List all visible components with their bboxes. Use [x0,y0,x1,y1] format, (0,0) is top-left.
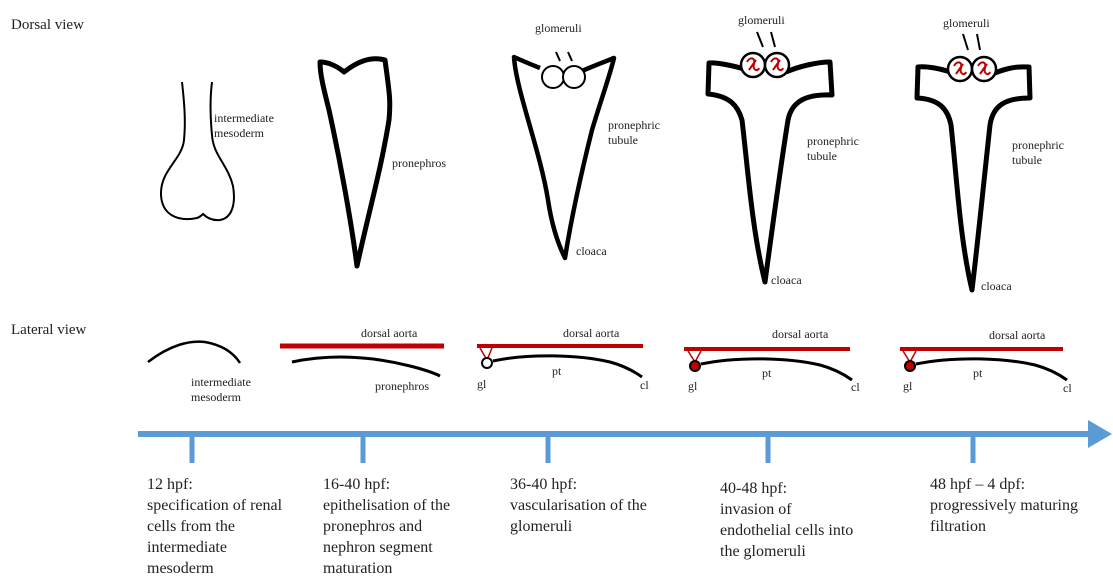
stage-1-time: 12 hpf: [147,474,312,495]
lateral-pronephros-2 [292,357,440,376]
lateral-tubule-4 [701,359,852,380]
stage-1: 12 hpf: specification of renal cells fro… [147,474,312,579]
dorsal-pronephros-shape [320,59,390,266]
lateral-label-intermediate-mesoderm: intermediate mesoderm [191,375,251,405]
lateral-label-dorsal-aorta-2: dorsal aorta [361,326,417,340]
lateral-view-title: Lateral view [11,322,86,339]
stage-5-time: 48 hpf – 4 dpf: [930,474,1110,495]
stage-2-time: 16-40 hpf: [323,474,493,495]
stage-5: 48 hpf – 4 dpf: progressively maturing f… [930,474,1110,537]
dorsal-label-intermediate-mesoderm: intermediate mesoderm [214,111,274,141]
lateral-label-cl-5: cl [1063,381,1072,395]
lateral-label-dorsal-aorta-5: dorsal aorta [989,328,1045,342]
stage-2: 16-40 hpf: epithelisation of the proneph… [323,474,493,579]
lateral-label-dorsal-aorta-3: dorsal aorta [563,326,619,340]
dorsal-label-cloaca-4: cloaca [771,273,802,287]
stage-3: 36-40 hpf: vascularisation of the glomer… [510,474,690,537]
lateral-label-pronephros: pronephros [375,379,429,393]
lateral-label-gl-5: gl [903,379,912,393]
dorsal-label-glomeruli-4: glomeruli [738,13,785,27]
stage-4-time: 40-48 hpf: [720,478,890,499]
lateral-tubule-3 [493,356,642,377]
dorsal-label-pronephric-tubule-5: pronephric tubule [1012,138,1064,168]
lateral-label-pt-4: pt [762,366,771,380]
lateral-label-cl-4: cl [851,380,860,394]
lateral-label-gl-3: gl [477,377,486,391]
dorsal-stage3-shape [514,52,614,258]
lateral-glomerulus-3 [482,358,492,368]
lateral-label-pt-5: pt [973,366,982,380]
lateral-label-dorsal-aorta-4: dorsal aorta [772,327,828,341]
stage-4: 40-48 hpf: invasion of endothelial cells… [720,478,890,562]
dorsal-label-cloaca-3: cloaca [576,244,607,258]
lateral-intermediate-mesoderm-arc [148,342,240,363]
dorsal-label-pronephric-tubule-3: pronephric tubule [608,118,660,148]
dorsal-label-glomeruli-3: glomeruli [535,21,582,35]
dorsal-label-cloaca-5: cloaca [981,279,1012,293]
lateral-label-pt-3: pt [552,364,561,378]
dorsal-intermediate-mesoderm-shape [161,82,234,220]
dorsal-label-pronephros: pronephros [392,156,446,170]
dorsal-label-glomeruli-5: glomeruli [943,16,990,30]
lateral-label-cl-3: cl [640,378,649,392]
stage-3-time: 36-40 hpf: [510,474,690,495]
lateral-glomerulus-5 [905,361,915,371]
lateral-tubule-5 [916,359,1067,380]
dorsal-label-pronephric-tubule-4: pronephric tubule [807,134,859,164]
timeline-arrow-head [1088,420,1112,448]
lateral-glomerulus-4 [690,361,700,371]
dorsal-view-title: Dorsal view [11,17,84,34]
lateral-label-gl-4: gl [688,379,697,393]
